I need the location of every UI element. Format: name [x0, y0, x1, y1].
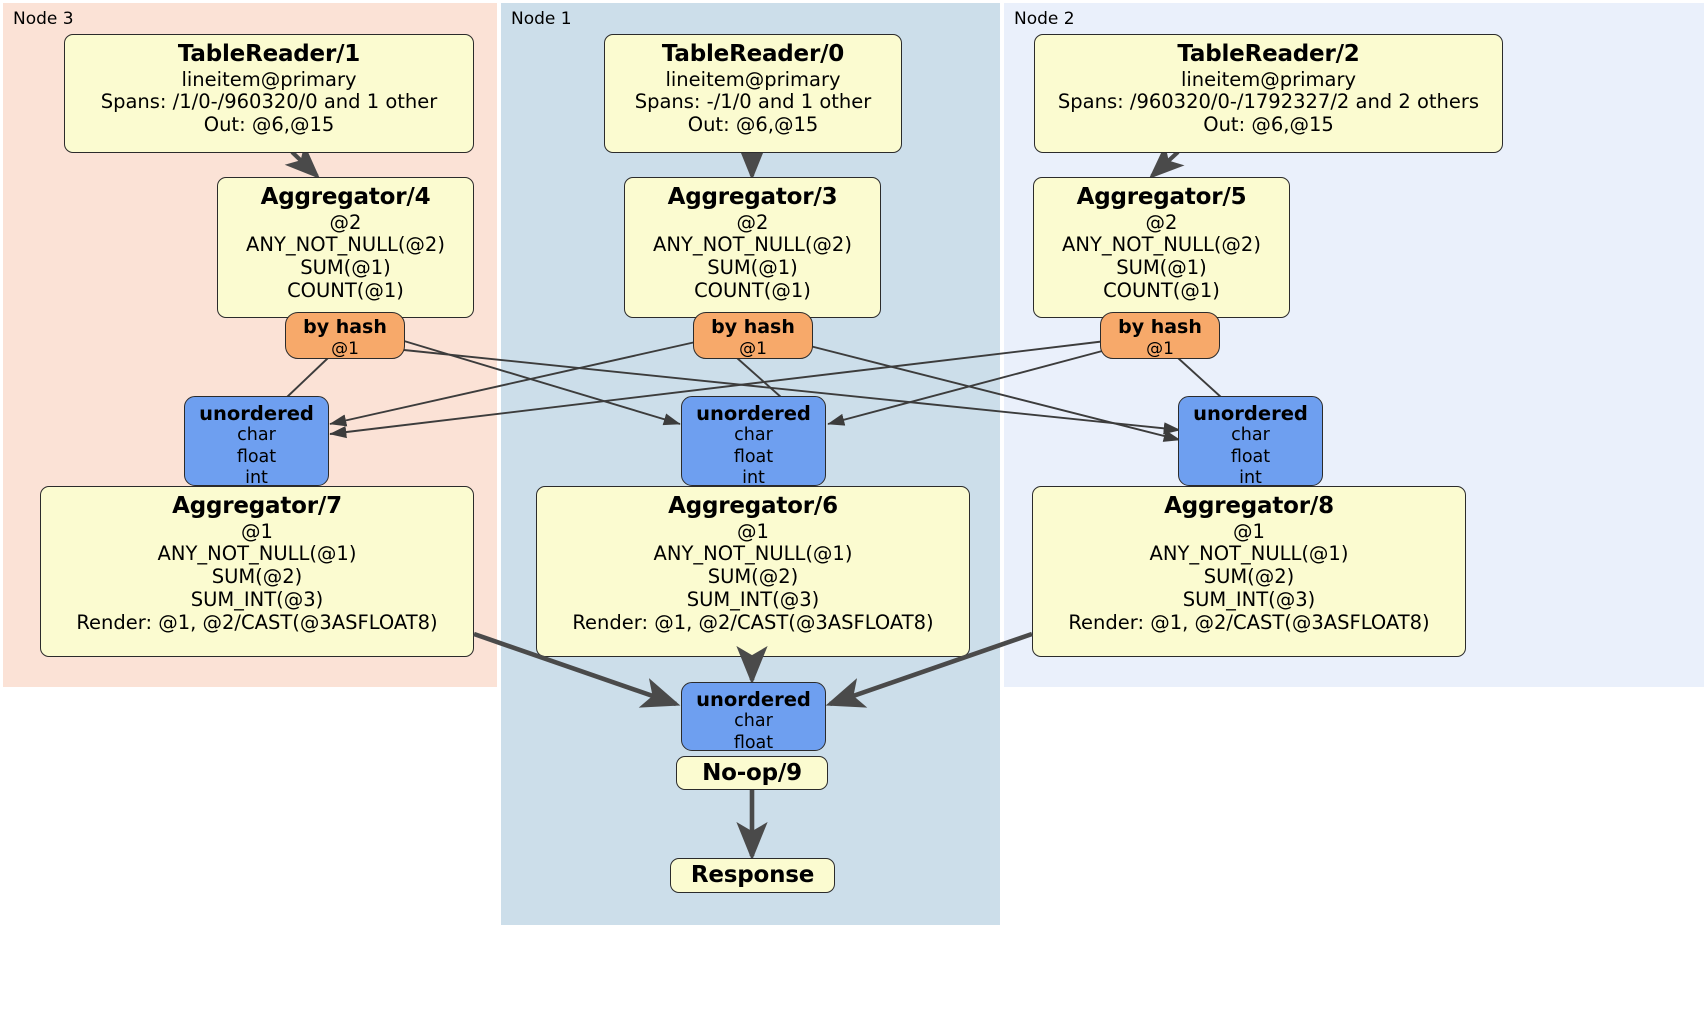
processor-line: Spans: -/1/0 and 1 other: [634, 90, 872, 114]
processor-line: COUNT(@1): [287, 278, 404, 302]
processor-title: Aggregator/6: [668, 493, 838, 519]
processor-line: SUM_INT(@3): [686, 587, 820, 611]
router-subtitle: @1: [331, 338, 359, 359]
synchronizer-title: unordered: [696, 688, 811, 711]
router-title: by hash: [711, 316, 795, 338]
synchronizer-type: float: [733, 732, 774, 753]
processor-title: Response: [690, 862, 815, 888]
processor-title: Aggregator/4: [260, 184, 431, 210]
processor-title: TableReader/0: [661, 41, 845, 67]
synchronizer-unordered-center[interactable]: unordered char float int: [681, 396, 826, 489]
processor-line: ANY_NOT_NULL(@2): [653, 233, 852, 257]
processor-title: Aggregator/7: [172, 493, 342, 519]
processor-noop-9[interactable]: No-op/9: [676, 756, 828, 790]
processor-line: ANY_NOT_NULL(@1): [157, 542, 357, 566]
region-node-1-label: Node 1: [511, 9, 572, 29]
synchronizer-type: float: [1230, 446, 1271, 467]
processor-response[interactable]: Response: [670, 858, 835, 893]
synchronizer-unordered-final[interactable]: unordered char float: [681, 682, 826, 753]
processor-line: lineitem@primary: [1180, 67, 1357, 91]
synchronizer-type: char: [237, 425, 276, 446]
router-title: by hash: [303, 316, 387, 338]
processor-line: @1: [241, 519, 273, 543]
synchronizer-type: char: [734, 711, 773, 732]
processor-title: TableReader/2: [1177, 41, 1360, 67]
synchronizer-title: unordered: [199, 402, 314, 425]
processor-line: SUM(@1): [1116, 256, 1207, 280]
processor-line: SUM(@2): [211, 565, 303, 589]
processor-title: Aggregator/3: [667, 184, 838, 210]
processor-line: @2: [736, 210, 769, 234]
processor-line: ANY_NOT_NULL(@1): [653, 542, 853, 566]
processor-line: @2: [1145, 210, 1178, 234]
processor-line: Render: @1, @2/CAST(@3ASFLOAT8): [1068, 610, 1430, 634]
processor-line: SUM(@1): [707, 256, 798, 280]
processor-title: Aggregator/8: [1164, 493, 1334, 519]
processor-tablereader-1[interactable]: TableReader/1 lineitem@primary Spans: /1…: [64, 34, 474, 153]
processor-line: SUM_INT(@3): [1182, 587, 1316, 611]
processor-title: Aggregator/5: [1076, 184, 1247, 210]
processor-line: COUNT(@1): [694, 278, 811, 302]
processor-line: lineitem@primary: [665, 67, 841, 91]
processor-line: ANY_NOT_NULL(@1): [1149, 542, 1349, 566]
processor-line: Render: @1, @2/CAST(@3ASFLOAT8): [572, 610, 934, 634]
router-by-hash-center[interactable]: by hash @1: [693, 312, 813, 359]
router-title: by hash: [1118, 316, 1202, 338]
router-subtitle: @1: [1146, 338, 1174, 359]
synchronizer-title: unordered: [1193, 402, 1308, 425]
processor-line: Render: @1, @2/CAST(@3ASFLOAT8): [76, 610, 438, 634]
processor-title: TableReader/1: [177, 41, 361, 67]
processor-line: @1: [737, 519, 769, 543]
synchronizer-type: float: [733, 446, 774, 467]
processor-aggregator-5[interactable]: Aggregator/5 @2 ANY_NOT_NULL(@2) SUM(@1)…: [1033, 177, 1290, 318]
processor-line: Out: @6,@15: [203, 113, 335, 137]
processor-line: SUM(@2): [707, 565, 799, 589]
synchronizer-unordered-left[interactable]: unordered char float int: [184, 396, 329, 489]
synchronizer-title: unordered: [696, 402, 811, 425]
processor-aggregator-8[interactable]: Aggregator/8 @1 ANY_NOT_NULL(@1) SUM(@2)…: [1032, 486, 1466, 657]
processor-line: ANY_NOT_NULL(@2): [1062, 233, 1261, 257]
router-by-hash-right[interactable]: by hash @1: [1100, 312, 1220, 359]
processor-line: Spans: /1/0-/960320/0 and 1 other: [100, 90, 438, 114]
region-node-2-label: Node 2: [1014, 9, 1075, 29]
processor-aggregator-7[interactable]: Aggregator/7 @1 ANY_NOT_NULL(@1) SUM(@2)…: [40, 486, 474, 657]
processor-line: @2: [329, 210, 362, 234]
processor-aggregator-6[interactable]: Aggregator/6 @1 ANY_NOT_NULL(@1) SUM(@2)…: [536, 486, 970, 657]
processor-line: ANY_NOT_NULL(@2): [246, 233, 445, 257]
synchronizer-type: int: [245, 468, 268, 489]
region-node-3-label: Node 3: [13, 9, 74, 29]
processor-line: SUM_INT(@3): [190, 587, 324, 611]
processor-line: SUM(@1): [300, 256, 391, 280]
synchronizer-type: float: [236, 446, 277, 467]
processor-aggregator-3[interactable]: Aggregator/3 @2 ANY_NOT_NULL(@2) SUM(@1)…: [624, 177, 881, 318]
synchronizer-type: char: [1231, 425, 1270, 446]
processor-line: lineitem@primary: [181, 67, 357, 91]
processor-line: @1: [1233, 519, 1265, 543]
synchronizer-unordered-right[interactable]: unordered char float int: [1178, 396, 1323, 489]
processor-title: No-op/9: [702, 760, 802, 786]
processor-line: COUNT(@1): [1103, 278, 1220, 302]
router-by-hash-left[interactable]: by hash @1: [285, 312, 405, 359]
processor-line: Out: @6,@15: [687, 113, 819, 137]
processor-line: Out: @6,@15: [1203, 113, 1334, 137]
router-subtitle: @1: [739, 338, 767, 359]
processor-line: SUM(@2): [1203, 565, 1295, 589]
synchronizer-type: int: [1239, 468, 1262, 489]
synchronizer-type: char: [734, 425, 773, 446]
synchronizer-type: int: [742, 468, 765, 489]
processor-tablereader-2[interactable]: TableReader/2 lineitem@primary Spans: /9…: [1034, 34, 1503, 153]
processor-aggregator-4[interactable]: Aggregator/4 @2 ANY_NOT_NULL(@2) SUM(@1)…: [217, 177, 474, 318]
processor-tablereader-0[interactable]: TableReader/0 lineitem@primary Spans: -/…: [604, 34, 902, 153]
processor-line: Spans: /960320/0-/1792327/2 and 2 others: [1057, 90, 1480, 114]
